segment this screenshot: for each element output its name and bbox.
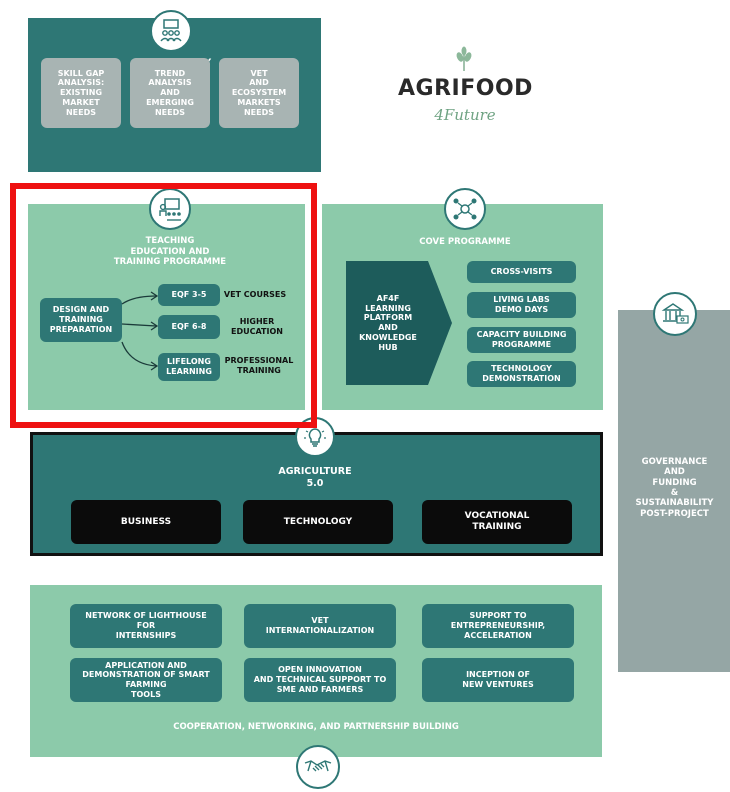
pillar-business: BUSINESS xyxy=(71,500,221,544)
eqf-3-5-box: EQF 3-5 xyxy=(158,284,220,306)
higher-education-label: HIGHER EDUCATION xyxy=(231,317,283,336)
pillar-technology: TECHNOLOGY xyxy=(243,500,393,544)
coop-box-entrepreneurship: SUPPORT TO ENTREPRENEURSHIP, ACCELERATIO… xyxy=(422,604,574,648)
learning-platform-hub: AF4F LEARNING PLATFORM AND KNOWLEDGE HUB xyxy=(359,293,417,352)
agriculture-title: AGRICULTURE 5.0 xyxy=(278,466,352,489)
cove-item-technology-demo: TECHNOLOGY DEMONSTRATION xyxy=(467,361,576,387)
eqf-6-8-box: EQF 6-8 xyxy=(158,315,220,339)
brand-tagline: 4Future xyxy=(434,106,496,124)
brand-name: AGRIFOOD xyxy=(398,76,533,101)
bank-money-icon xyxy=(653,292,697,336)
professional-training-label: PROFESSIONAL TRAINING xyxy=(224,356,294,375)
prep-box-trend-analysis: TREND ANALYSIS AND EMERGING NEEDS xyxy=(130,58,210,128)
lifelong-learning-box: LIFELONG LEARNING xyxy=(158,353,220,381)
coop-box-vet-internationalization: VET INTERNATIONALIZATION xyxy=(244,604,396,648)
pillar-vocational-training: VOCATIONAL TRAINING xyxy=(422,500,572,544)
coop-box-lighthouse: NETWORK OF LIGHTHOUSE FOR INTERNSHIPS xyxy=(70,604,222,648)
handshake-icon xyxy=(296,745,340,789)
highlight-frame xyxy=(10,183,317,428)
flow-arrows xyxy=(121,291,159,371)
coop-box-open-innovation: OPEN INNOVATION AND TECHNICAL SUPPORT TO… xyxy=(244,658,396,702)
cooperation-footer: COOPERATION, NETWORKING, AND PARTNERSHIP… xyxy=(173,721,459,732)
cove-item-cross-visits: CROSS-VISITS xyxy=(467,261,576,283)
teaching-title: TEACHING EDUCATION AND TRAINING PROGRAMM… xyxy=(113,236,227,268)
prep-box-skill-gap: SKILL GAP ANALYSIS: EXISTING MARKET NEED… xyxy=(41,58,121,128)
design-training-box: DESIGN AND TRAINING PREPARATION xyxy=(40,298,122,342)
governance-panel xyxy=(618,310,730,672)
cove-title: COVE PROGRAMME xyxy=(419,236,511,247)
prep-box-vet-ecosystem: VET AND ECOSYSTEM MARKETS NEEDS xyxy=(219,58,299,128)
cove-item-living-labs: LIVING LABS DEMO DAYS xyxy=(467,292,576,318)
network-people-icon xyxy=(444,188,486,230)
coop-box-smart-farming: APPLICATION AND DEMONSTRATION OF SMART F… xyxy=(70,658,222,702)
presentation-icon xyxy=(149,188,191,230)
governance-text: GOVERNANCE AND FUNDING & SUSTAINABILITY … xyxy=(635,456,714,519)
wheat-icon xyxy=(449,45,479,73)
team-board-icon xyxy=(150,10,192,52)
hub-arrow-shape xyxy=(346,261,452,385)
coop-box-new-ventures: INCEPTION OF NEW VENTURES xyxy=(422,658,574,702)
vet-courses-label: VET COURSES xyxy=(223,290,287,300)
cove-item-capacity-building: CAPACITY BUILDING PROGRAMME xyxy=(467,327,576,353)
